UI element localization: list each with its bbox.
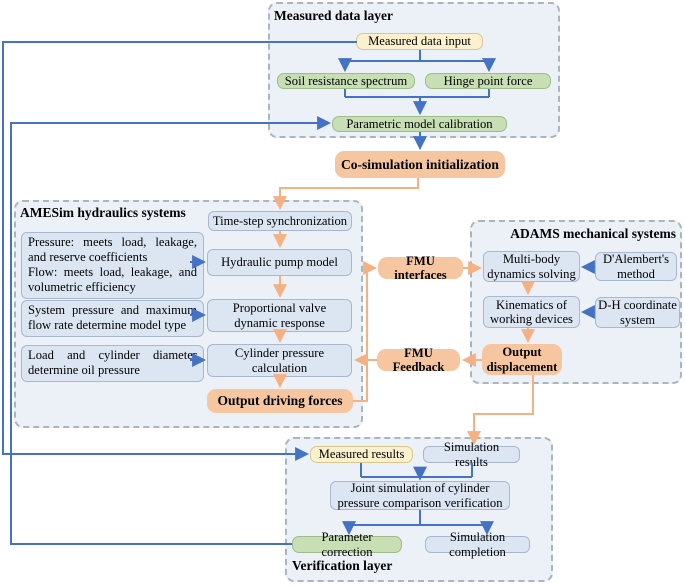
pressure-note-line2: Flow: meets load, leakage, and volumetri…	[28, 264, 197, 294]
node-measured-results: Measured results	[310, 446, 413, 463]
node-simulation-completion: Simulation completion	[425, 530, 530, 559]
verification-title: Verification layer	[292, 558, 393, 573]
node-time-step-synchronization: Time-step synchronization	[208, 211, 352, 231]
measured-layer-title: Measured data layer	[274, 8, 393, 23]
node-output-driving-forces: Output driving forces	[207, 389, 353, 413]
node-simulation-results: Simulation results	[423, 440, 520, 469]
node-kinematics-working-devices: Kinematics of working devices	[483, 296, 580, 328]
node-load-cylinder-note: Load and cylinder diameter determine oil…	[21, 345, 204, 382]
node-parameter-correction: Parameter correction	[292, 530, 402, 559]
arrow-displacement-to-sim-results	[467, 375, 534, 446]
node-parametric-model-calibration: Parametric model calibration	[332, 116, 507, 132]
node-co-simulation-initialization: Co-simulation initialization	[335, 151, 505, 178]
pressure-note-line1: Pressure: meets load, leakage, and reser…	[28, 235, 197, 264]
node-proportional-valve: Proportional valve dynamic response	[207, 299, 352, 332]
node-fmu-interfaces: FMU interfaces	[378, 254, 463, 282]
node-soil-resistance-spectrum: Soil resistance spectrum	[277, 73, 415, 89]
node-measured-data-input: Measured data input	[356, 33, 483, 50]
node-output-displacement: Output displacement	[482, 344, 562, 375]
node-hinge-point-force: Hinge point force	[425, 73, 551, 89]
node-multi-body-dynamics: Multi-body dynamics solving	[483, 251, 580, 282]
adams-title: ADAMS mechanical systems	[510, 226, 676, 241]
node-fmu-feedback: FMU Feedback	[377, 346, 460, 374]
amesim-title: AMESim hydraulics systems	[20, 205, 186, 220]
node-system-pressure-note: System pressure and maximum flow rate de…	[21, 300, 204, 337]
node-pressure-flow-note: Pressure: meets load, leakage, and reser…	[21, 232, 204, 299]
node-dalemberts-method: D'Alembert's method	[595, 252, 677, 281]
node-joint-simulation-verification: Joint simulation of cylinder pressure co…	[330, 481, 510, 510]
node-cylinder-pressure-calculation: Cylinder pressure calculation	[207, 344, 352, 377]
node-hydraulic-pump-model: Hydraulic pump model	[207, 249, 352, 276]
node-dh-coordinate-system: D-H coordinate system	[595, 297, 680, 328]
